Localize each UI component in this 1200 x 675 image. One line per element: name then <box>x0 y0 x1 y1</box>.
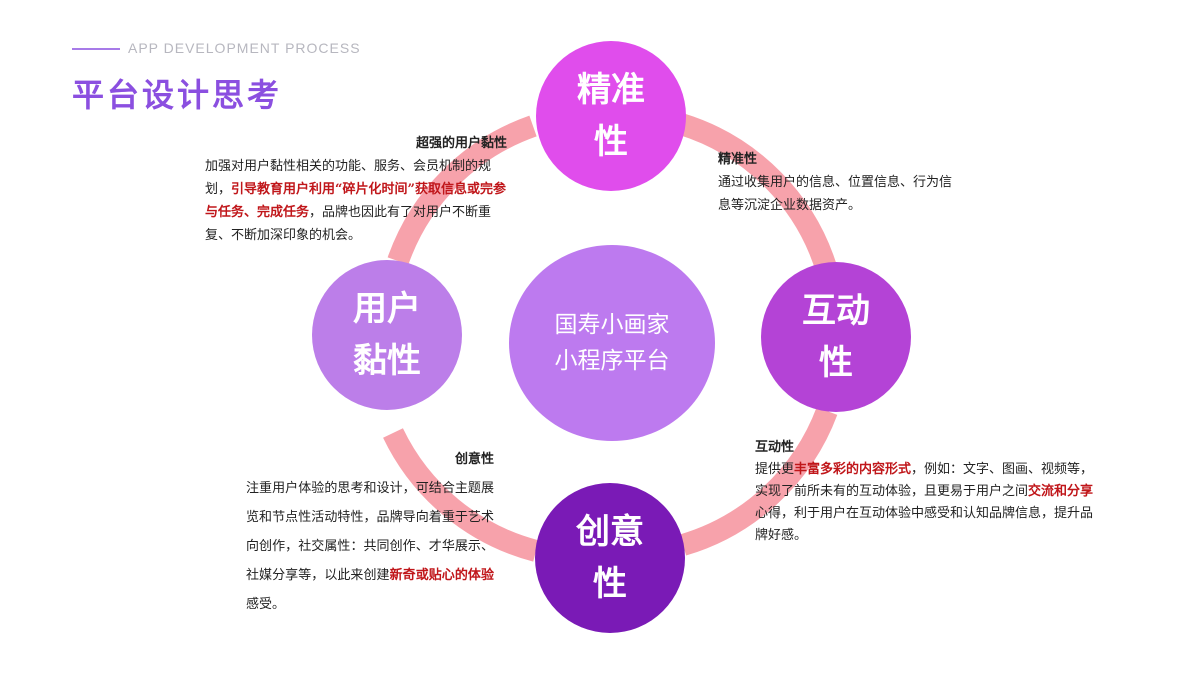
interaction-text-part1: 提供更 <box>755 462 795 477</box>
stickiness-heading: 超强的用户黏性 <box>415 136 507 151</box>
center-label-line1: 国寿小画家 <box>554 312 670 338</box>
precision-node-label: 精准 性 <box>577 70 645 162</box>
creativity-heading: 创意性 <box>454 452 494 467</box>
center-platform-circle: 国寿小画家 小程序平台 <box>509 245 715 441</box>
interaction-node-label: 互动 性 <box>802 291 870 383</box>
page-subtitle: APP DEVELOPMENT PROCESS <box>128 40 361 56</box>
creativity-highlight: 新奇或贴心的体验 <box>389 568 494 583</box>
stickiness-node: 用户 黏性 <box>312 260 462 410</box>
center-label-line2: 小程序平台 <box>554 348 670 374</box>
header-accent-line <box>72 48 120 50</box>
creativity-node: 创意 性 <box>535 483 685 633</box>
ring-arc-top-right <box>677 113 839 278</box>
creativity-text-part2: 感受。 <box>246 597 286 612</box>
ring-arc-bottom-right <box>679 407 838 556</box>
stickiness-description: 超强的用户黏性 加强对用户黏性相关的功能、服务、会员机制的规划，引导教育用户利用… <box>205 132 507 247</box>
stickiness-text-part2: ，品牌也因此有了对用户不断重复、不断加深印象的机会。 <box>205 205 492 243</box>
interaction-highlight-2: 交流和分享 <box>1028 484 1094 499</box>
interaction-description: 互动性 提供更丰富多彩的内容形式，例如：文字、图画、视频等，实现了前所未有的互动… <box>755 437 1095 547</box>
interaction-highlight-1: 丰富多彩的内容形式 <box>794 462 912 477</box>
precision-node: 精准 性 <box>536 41 686 191</box>
interaction-node: 互动 性 <box>761 262 911 412</box>
stickiness-highlight: 引导教育用户利用“碎片化时间”获取信息或完参与任务、完成任务 <box>205 182 506 220</box>
precision-description: 精准性 通过收集用户的信息、位置信息、行为信息等沉淀企业数据资产。 <box>718 148 958 217</box>
ring-arc-top-left <box>387 115 537 265</box>
interaction-heading: 互动性 <box>755 440 795 455</box>
precision-heading: 精准性 <box>718 152 758 167</box>
interaction-text-part2: ，例如：文字、图画、视频等，实现了前所未有的互动体验，且更易于用户之间 <box>755 462 1094 499</box>
ring-arc-bottom-left <box>383 428 539 562</box>
stickiness-text-part1: 加强对用户黏性相关的功能、服务、会员机制的规划， <box>205 159 492 197</box>
precision-text: 通过收集用户的信息、位置信息、行为信息等沉淀企业数据资产。 <box>718 175 953 213</box>
page-title: 平台设计思考 <box>72 76 283 114</box>
interaction-text-part3: 心得，利于用户在互动体验中感受和认知品牌信息，提升品牌好感。 <box>755 506 1094 543</box>
creativity-text-part1: 注重用户体验的思考和设计，可结合主题展览和节点性活动特性，品牌导向着重于艺术向创… <box>246 481 494 583</box>
creativity-description: 创意性 注重用户体验的思考和设计，可结合主题展览和节点性活动特性，品牌导向着重于… <box>246 445 494 619</box>
creativity-node-label: 创意 性 <box>576 512 644 604</box>
stickiness-node-label: 用户 黏性 <box>353 289 421 381</box>
